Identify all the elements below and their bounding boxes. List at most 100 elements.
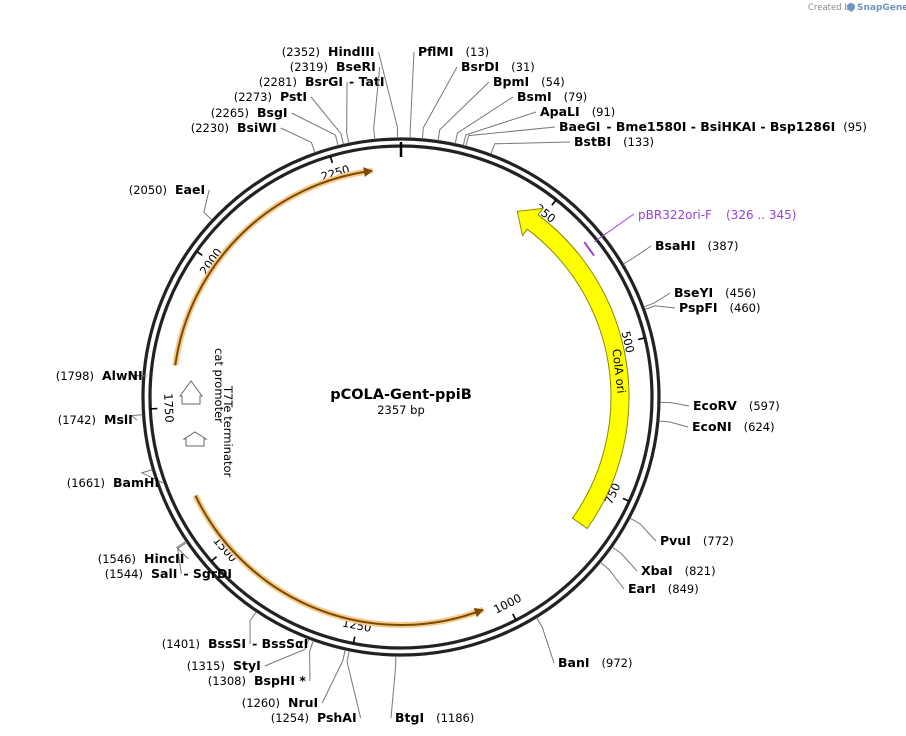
site-ecorv: EcoRV(597) xyxy=(659,398,780,413)
site-pos-bani: (972) xyxy=(602,656,633,670)
site-pos-hincii: (1546) xyxy=(98,552,136,566)
site-extra-sali: - SgrDI xyxy=(183,566,232,581)
site-leader-bsrdi xyxy=(421,66,458,139)
site-alwni: (1798)AlwNI xyxy=(56,368,147,383)
site-name-pspfi: PspFI xyxy=(679,300,718,315)
site-leader-btgi xyxy=(390,655,397,719)
site-bstbi: BstBI (133) xyxy=(490,134,654,155)
site-pos-bpmi: (54) xyxy=(541,75,565,89)
site-name-bsphi: BspHI * xyxy=(254,673,306,688)
site-name-btgi: BtgI xyxy=(395,710,424,725)
snapgene-branding: Created by SnapGene xyxy=(808,3,906,13)
tick-mark-2250 xyxy=(329,155,334,164)
site-leader-bseri xyxy=(373,66,381,140)
site-pvui: PvuI(772) xyxy=(629,517,734,548)
site-leader-baegi xyxy=(465,126,556,147)
site-leader-psti xyxy=(310,96,344,145)
t7te-terminator-feature: T7Te terminator xyxy=(182,385,235,478)
site-leader-bsmi xyxy=(454,96,514,144)
site-leader-ecorv xyxy=(659,401,690,407)
cat-promoter-feature: cat promoter xyxy=(179,348,226,423)
site-econi: EcoNI(624) xyxy=(658,419,775,434)
site-bsrgi: (2281)BsrGI- TatI xyxy=(259,74,385,144)
site-pos-pvui: (772) xyxy=(703,534,734,548)
site-pos-bsphi: (1308) xyxy=(208,674,246,688)
site-name-bsrdi: BsrDI xyxy=(461,59,499,74)
site-btgi: BtgI (1186) xyxy=(390,655,474,725)
site-extra-bsssi: - BssSαI xyxy=(252,636,308,651)
snapgene-logo-icon xyxy=(847,3,855,11)
site-pos-bamhi: (1661) xyxy=(67,476,105,490)
site-pos-pspfi: (460) xyxy=(730,301,761,315)
site-pos-btgi: (1186) xyxy=(436,711,474,725)
site-leader-bani xyxy=(536,617,555,664)
site-name-bsrgi: BsrGI xyxy=(305,74,343,89)
site-msli: (1742)MslI xyxy=(58,412,143,427)
site-pos-bstbi: (133) xyxy=(623,135,654,149)
site-leader-apali xyxy=(462,111,537,146)
site-nrui: (1260)NruI xyxy=(242,649,346,710)
site-pos-styi: (1315) xyxy=(187,659,225,673)
site-pos-bseri: (2319) xyxy=(290,60,328,74)
site-name-hindiii: HindIII xyxy=(328,44,375,59)
site-pos-bsahi: (387) xyxy=(708,239,739,253)
site-leader-bsssi xyxy=(249,611,257,645)
plasmid-length: 2357 bp xyxy=(377,403,425,417)
tick-mark-2000 xyxy=(196,250,203,257)
site-leader-bstbi xyxy=(490,141,571,155)
cola-ori-arrow xyxy=(516,207,630,530)
site-name-bsiwi: BsiWI xyxy=(237,120,277,135)
created-by-text: Created by xyxy=(808,3,855,13)
site-leader-msli xyxy=(130,414,143,421)
primer-mark xyxy=(583,241,595,257)
site-pos-eaei: (2050) xyxy=(129,183,167,197)
site-pfimi: PflMI(13) xyxy=(409,44,490,139)
site-pos-bsssi: (1401) xyxy=(162,637,200,651)
site-leader-bsiwi xyxy=(280,127,316,153)
site-name-alwni: AlwNI xyxy=(102,368,143,383)
site-bsgi: (2265)BsgI xyxy=(211,105,339,146)
site-name-nrui: NruI xyxy=(288,695,318,710)
site-pos-psti: (2273) xyxy=(234,90,272,104)
site-name-psti: PstI xyxy=(280,89,307,104)
site-name-bstbi: BstBI xyxy=(574,134,611,149)
plasmid-backbone xyxy=(141,137,661,657)
site-name-bpmi: BpmI xyxy=(493,74,529,89)
site-pos-ecorv: (597) xyxy=(749,399,780,413)
tick-mark-500 xyxy=(637,337,646,341)
site-name-bseri: BseRI xyxy=(336,59,376,74)
site-pspfi: PspFI (460) xyxy=(644,300,761,315)
site-bseyi: BseYI(456) xyxy=(643,285,756,308)
backbone-outer-ring xyxy=(141,137,661,657)
site-apali: ApaLI(91) xyxy=(462,104,615,146)
site-leader-pspfi xyxy=(644,305,676,310)
site-leader-nrui xyxy=(321,649,346,704)
primer-range: (326 .. 345) xyxy=(726,208,796,222)
site-pos-econi: (624) xyxy=(744,420,775,434)
site-pos-baegi: (95) xyxy=(843,120,867,134)
site-leader-bsphi xyxy=(309,640,314,682)
cola-ori-label: ColA ori xyxy=(609,348,628,394)
site-leader-econi xyxy=(658,420,689,428)
site-leader-bsrgi xyxy=(346,81,350,144)
site-pshai: (1254)PshAI xyxy=(271,650,362,725)
site-eaei: (2050)EaeI xyxy=(129,182,213,221)
tick-mark-1250 xyxy=(352,636,356,644)
site-name-styi: StyI xyxy=(233,658,261,673)
snapgene-brand-text: SnapGene xyxy=(857,3,906,13)
site-name-bseyi: BseYI xyxy=(674,285,713,300)
site-xbai: XbaI(821) xyxy=(611,546,716,578)
site-name-baegi: BaeGI xyxy=(559,119,600,134)
site-name-apali: ApaLI xyxy=(540,104,580,119)
site-hindiii: (2352)HindIII xyxy=(282,44,399,139)
site-bsphi: (1308) BspHI * xyxy=(208,640,314,688)
site-pos-pfimi: (13) xyxy=(466,45,490,59)
site-name-bsahi: BsaHI xyxy=(655,238,696,253)
site-name-bsssi: BssSI xyxy=(208,636,246,651)
site-name-sali: SalI xyxy=(151,566,177,581)
site-extra-bsrgi: - TatI xyxy=(349,74,385,89)
site-name-bsgi: BsgI xyxy=(257,105,288,120)
